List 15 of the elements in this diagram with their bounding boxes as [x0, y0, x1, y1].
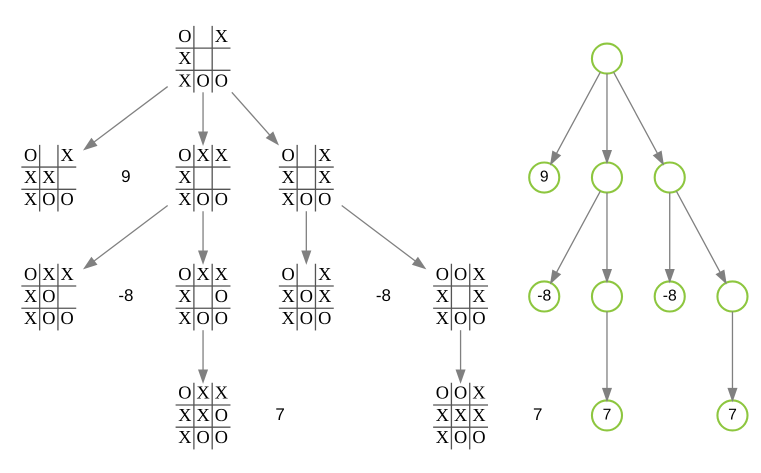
node-label: 7 [532, 404, 542, 424]
node-text: O O X X X X O O [436, 263, 486, 328]
node-label: 7 [275, 404, 285, 424]
node-text: O X X X O X O O [178, 263, 228, 328]
node-label: -8 [118, 285, 134, 304]
node-text: O X X X X O X O O [178, 382, 228, 447]
node-text: O X X O X X O O [281, 263, 332, 328]
node-text: O O X X X X X O O [436, 382, 486, 447]
node-label: -8 [376, 285, 391, 304]
node-text: O X X X O X O O [24, 263, 74, 328]
node-text: O X X X X O O [24, 144, 74, 209]
node-label: 9 [121, 166, 131, 186]
node-text: O X X X O O [178, 25, 228, 90]
node-text: O X X X X O O [178, 144, 228, 209]
node-text: O X X X X O O [281, 144, 332, 209]
